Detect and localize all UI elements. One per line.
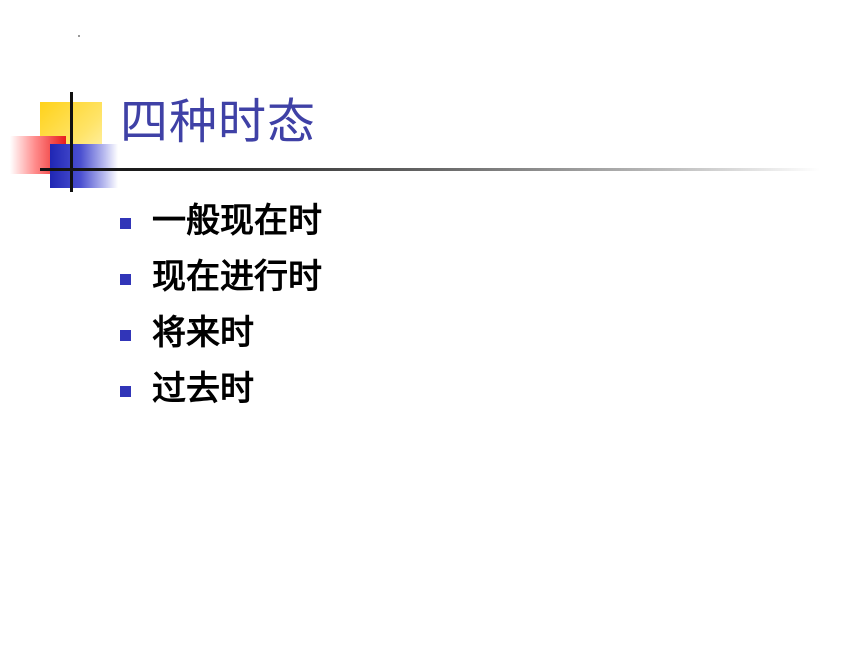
vertical-rule xyxy=(70,92,73,192)
bullet-text: 过去时 xyxy=(152,369,254,409)
bullet-item: 过去时 xyxy=(120,361,322,417)
bullet-text: 将来时 xyxy=(152,313,254,353)
bullet-list: 一般现在时 现在进行时 将来时 过去时 xyxy=(120,193,322,417)
bullet-text: 现在进行时 xyxy=(152,257,322,297)
bullet-text: 一般现在时 xyxy=(152,201,322,241)
bullet-item: 一般现在时 xyxy=(120,193,322,249)
blue-square-decoration xyxy=(50,144,118,188)
dot-mark xyxy=(78,35,80,37)
corner-squares-decoration xyxy=(0,0,130,200)
title-underline-rule xyxy=(40,168,820,171)
slide-title: 四种时态 xyxy=(120,94,317,150)
square-bullet-icon xyxy=(120,217,131,229)
square-bullet-icon xyxy=(120,273,131,285)
square-bullet-icon xyxy=(120,385,131,397)
bullet-item: 将来时 xyxy=(120,305,322,361)
square-bullet-icon xyxy=(120,329,131,341)
bullet-item: 现在进行时 xyxy=(120,249,322,305)
